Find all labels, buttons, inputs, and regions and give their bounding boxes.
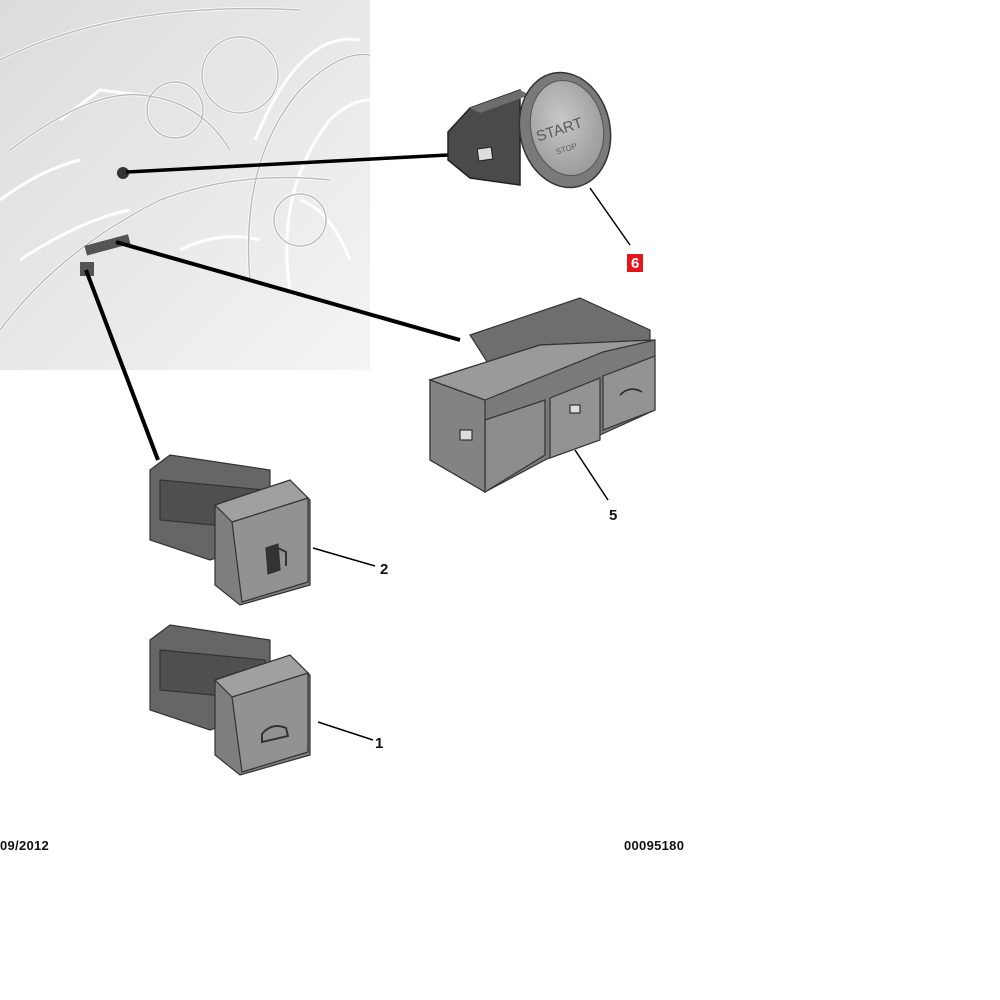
callout-1: 1 xyxy=(375,735,384,752)
callout-2: 2 xyxy=(380,561,389,578)
trunk-release-switch-part xyxy=(149,624,311,776)
triple-switch-block-part xyxy=(428,297,656,494)
dashboard-illustration xyxy=(0,0,371,370)
callout-5: 5 xyxy=(609,507,618,524)
start-stop-button-part xyxy=(447,71,612,189)
leader-lines xyxy=(84,153,631,741)
footer-date: 09/2012 xyxy=(0,838,50,853)
footer-reference: 00095180 xyxy=(624,838,685,853)
fuel-door-switch-part xyxy=(149,454,311,606)
callout-6: 6 xyxy=(627,254,644,272)
